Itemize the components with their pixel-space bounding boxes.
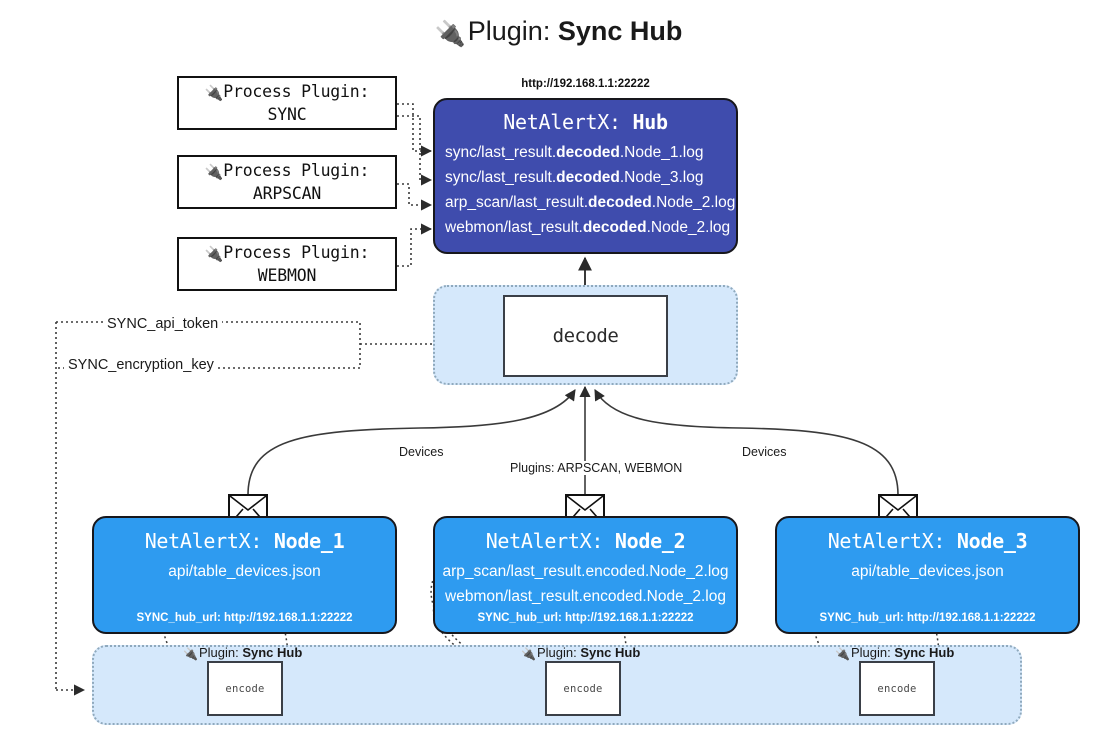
band-plugin-label-1: 🔌Plugin: Sync Hub — [183, 645, 303, 661]
node-line: webmon/last_result.encoded.Node_2.log — [445, 588, 726, 606]
edge-label-plugins-center: Plugins: ARPSCAN, WEBMON — [506, 461, 687, 475]
electric-plug-icon: 🔌 — [434, 20, 466, 48]
node-lines: arp_scan/last_result.encoded.Node_2.log … — [435, 559, 736, 609]
decode-box[interactable]: decode — [503, 295, 668, 377]
process-plugin-name: ARPSCAN — [252, 183, 322, 203]
node-box-node-1[interactable]: NetAlertX: Node_1 api/table_devices.json… — [92, 516, 397, 634]
band-plugin-label-2: 🔌Plugin: Sync Hub — [521, 645, 641, 661]
hub-log-line-4: webmon/last_result.decoded.Node_2.log — [445, 219, 731, 237]
setting-label-encryption-key: SYNC_encryption_key — [64, 357, 218, 373]
node-footer-hub-url: SYNC_hub_url: http://192.168.1.1:22222 — [136, 612, 353, 624]
hub-log-line-2: sync/last_result.decoded.Node_3.log — [445, 169, 704, 187]
page-title: 🔌Plugin: Sync Hub — [0, 16, 1117, 49]
node-title-name: Node_3 — [956, 529, 1028, 553]
electric-plug-icon: 🔌 — [204, 245, 224, 264]
process-plugin-box-arpscan[interactable]: 🔌Process Plugin: ARPSCAN — [177, 155, 397, 209]
node-title-prefix: NetAlertX: — [827, 529, 946, 553]
encode-box-node-2[interactable]: encode — [545, 661, 621, 716]
page-title-prefix: Plugin: — [467, 16, 551, 46]
hub-url-label: http://192.168.1.1:22222 — [521, 78, 650, 90]
process-plugin-label: Process Plugin: — [223, 243, 370, 263]
hub-title-prefix: NetAlertX: — [503, 110, 621, 134]
electric-plug-icon: 🔌 — [521, 647, 536, 661]
node-line: api/table_devices.json — [851, 563, 1004, 580]
page-title-name: Sync Hub — [557, 16, 683, 46]
encode-box-node-3[interactable]: encode — [859, 661, 935, 716]
hub-title: NetAlertX: Hub — [435, 110, 736, 134]
node-box-node-3[interactable]: NetAlertX: Node_3 api/table_devices.json… — [775, 516, 1080, 634]
band-plugin-label-3: 🔌Plugin: Sync Hub — [835, 645, 955, 661]
electric-plug-icon: 🔌 — [204, 163, 224, 182]
process-plugin-name: SYNC — [267, 104, 307, 124]
node-title-prefix: NetAlertX: — [144, 529, 263, 553]
node-title-prefix: NetAlertX: — [485, 529, 604, 553]
node-footer-hub-url: SYNC_hub_url: http://192.168.1.1:22222 — [477, 612, 694, 624]
node-line: arp_scan/last_result.encoded.Node_2.log — [442, 563, 729, 580]
node-line: api/table_devices.json — [168, 563, 321, 580]
edge-label-devices-left: Devices — [395, 445, 448, 459]
node-lines: api/table_devices.json — [94, 559, 395, 584]
node-lines: api/table_devices.json — [777, 559, 1078, 584]
setting-label-api-token: SYNC_api_token — [103, 316, 223, 332]
process-plugin-box-sync[interactable]: 🔌Process Plugin: SYNC — [177, 76, 397, 130]
node-title-name: Node_2 — [614, 529, 686, 553]
edge-label-devices-right: Devices — [738, 445, 791, 459]
electric-plug-icon: 🔌 — [835, 647, 850, 661]
node-title: NetAlertX: Node_1 — [94, 529, 395, 553]
electric-plug-icon: 🔌 — [204, 84, 224, 103]
node-title: NetAlertX: Node_3 — [777, 529, 1078, 553]
node-title-name: Node_1 — [273, 529, 345, 553]
hub-log-line-1: sync/last_result.decoded.Node_1.log — [445, 144, 704, 161]
hub-title-name: Hub — [632, 110, 668, 134]
process-plugin-label: Process Plugin: — [223, 82, 370, 102]
electric-plug-icon: 🔌 — [183, 647, 198, 661]
encode-box-node-1[interactable]: encode — [207, 661, 283, 716]
process-plugin-box-webmon[interactable]: 🔌Process Plugin: WEBMON — [177, 237, 397, 291]
process-plugin-label: Process Plugin: — [223, 161, 370, 181]
hub-log-line-3: arp_scan/last_result.decoded.Node_2.log — [445, 194, 736, 212]
node-box-node-2[interactable]: NetAlertX: Node_2 arp_scan/last_result.e… — [433, 516, 738, 634]
node-title: NetAlertX: Node_2 — [435, 529, 736, 553]
hub-node[interactable]: NetAlertX: Hub sync/last_result.decoded.… — [433, 98, 738, 254]
node-footer-hub-url: SYNC_hub_url: http://192.168.1.1:22222 — [819, 612, 1036, 624]
process-plugin-name: WEBMON — [257, 265, 317, 285]
